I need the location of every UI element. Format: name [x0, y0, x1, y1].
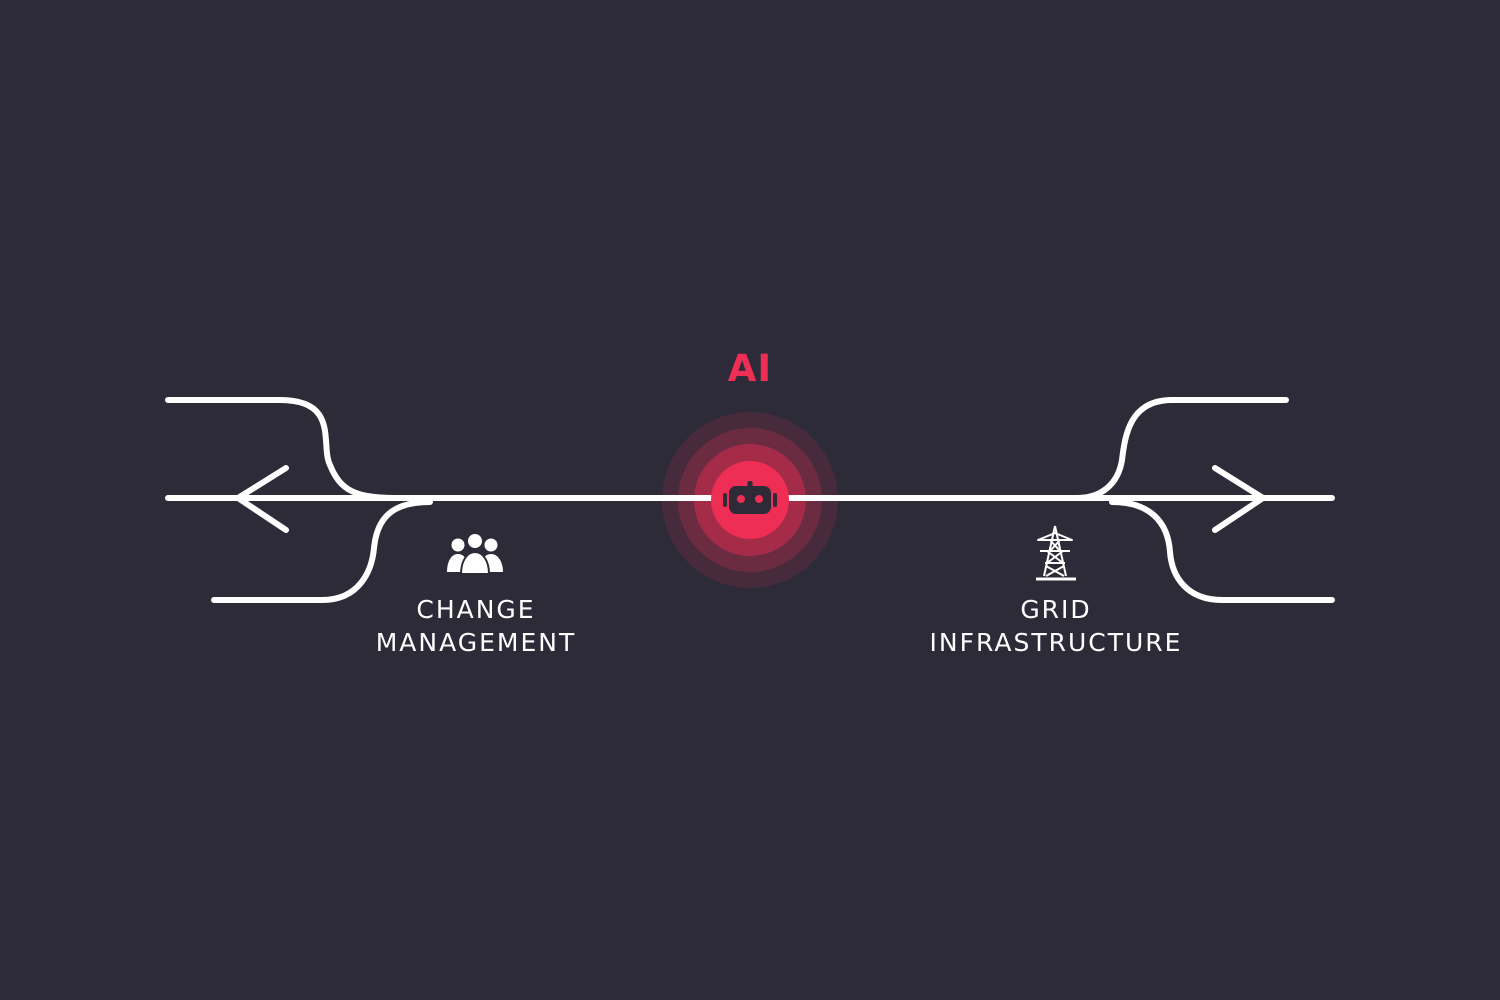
right-upper-branch — [1075, 397, 1289, 501]
right-arrowhead — [1212, 465, 1269, 533]
left-arrowhead — [232, 465, 289, 533]
left-upper-branch — [165, 397, 398, 501]
change-management-label-line-2: MANAGEMENT — [375, 628, 577, 657]
change-management-label: CHANGE MANAGEMENT — [306, 593, 646, 659]
grid-infrastructure-label: GRID INFRASTRUCTURE — [886, 593, 1226, 659]
grid-infrastructure-label-line-2: INFRASTRUCTURE — [929, 628, 1183, 657]
ai-title: AI — [727, 347, 773, 390]
left-lower-branch — [211, 499, 433, 603]
robot-icon — [723, 481, 777, 514]
grid-infrastructure-label-line-1: GRID — [1020, 595, 1092, 624]
people-group-icon — [447, 532, 503, 575]
power-transmission-tower-icon — [1036, 525, 1076, 581]
change-management-label-line-1: CHANGE — [416, 595, 536, 624]
right-lines — [785, 397, 1335, 603]
right-lower-branch — [1109, 499, 1335, 603]
left-lines — [165, 397, 715, 603]
